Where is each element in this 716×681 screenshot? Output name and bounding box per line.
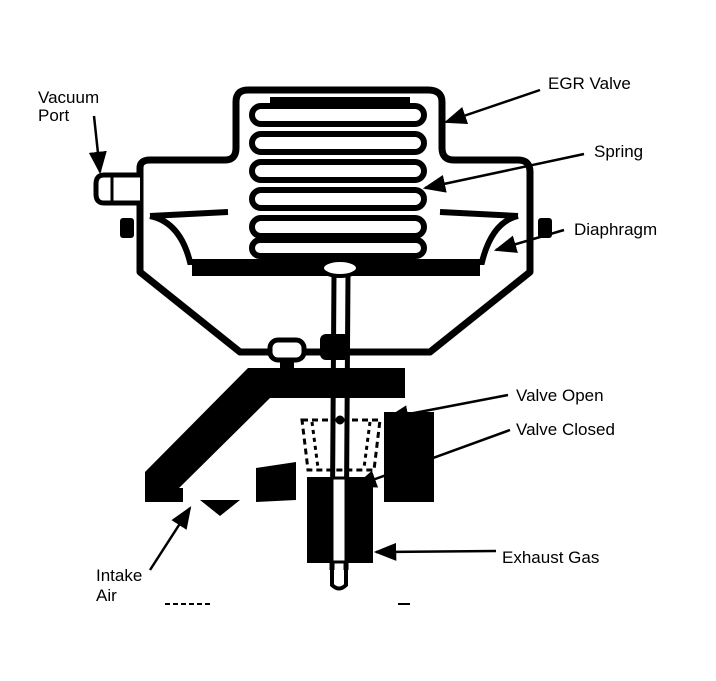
valve-open-label: Valve Open — [516, 386, 604, 405]
exhaust-gas-label: Exhaust Gas — [502, 548, 600, 567]
vacuum-port-label-line2: Port — [38, 106, 70, 125]
vacuum-port-label-line1: Vacuum — [38, 88, 100, 107]
intake-flow-arrow — [200, 500, 240, 516]
left-bolt — [120, 218, 134, 238]
diaphragm-leader — [493, 228, 565, 253]
valve-poppet-open — [300, 415, 382, 472]
base-left-block — [145, 488, 183, 502]
spring — [249, 97, 427, 259]
intake-air-leader — [148, 506, 192, 571]
spring-leader — [422, 152, 585, 193]
vacuum-port-leader — [88, 115, 107, 175]
exhaust-gas-leader — [373, 542, 497, 561]
diaphragm-label: Diaphragm — [574, 220, 658, 239]
leader-arrows — [88, 88, 585, 571]
vacuum-port-nipple — [93, 172, 140, 206]
intake-air-label-line1: Intake — [96, 566, 143, 585]
intake-passage-wall — [145, 368, 405, 492]
egr-valve-leader — [443, 88, 541, 124]
intake-air-label-line2: Air — [96, 586, 117, 605]
egr-valve-label: EGR Valve — [548, 74, 631, 93]
valve-open-leader — [385, 393, 509, 424]
base-right-wall — [384, 412, 434, 502]
spring-label: Spring — [594, 142, 644, 161]
valve-closed-label: Valve Closed — [516, 420, 615, 439]
right-bolt — [538, 218, 552, 238]
seat-block — [256, 462, 296, 502]
upper-housing — [136, 86, 534, 232]
valve-closed-leader — [353, 428, 511, 488]
